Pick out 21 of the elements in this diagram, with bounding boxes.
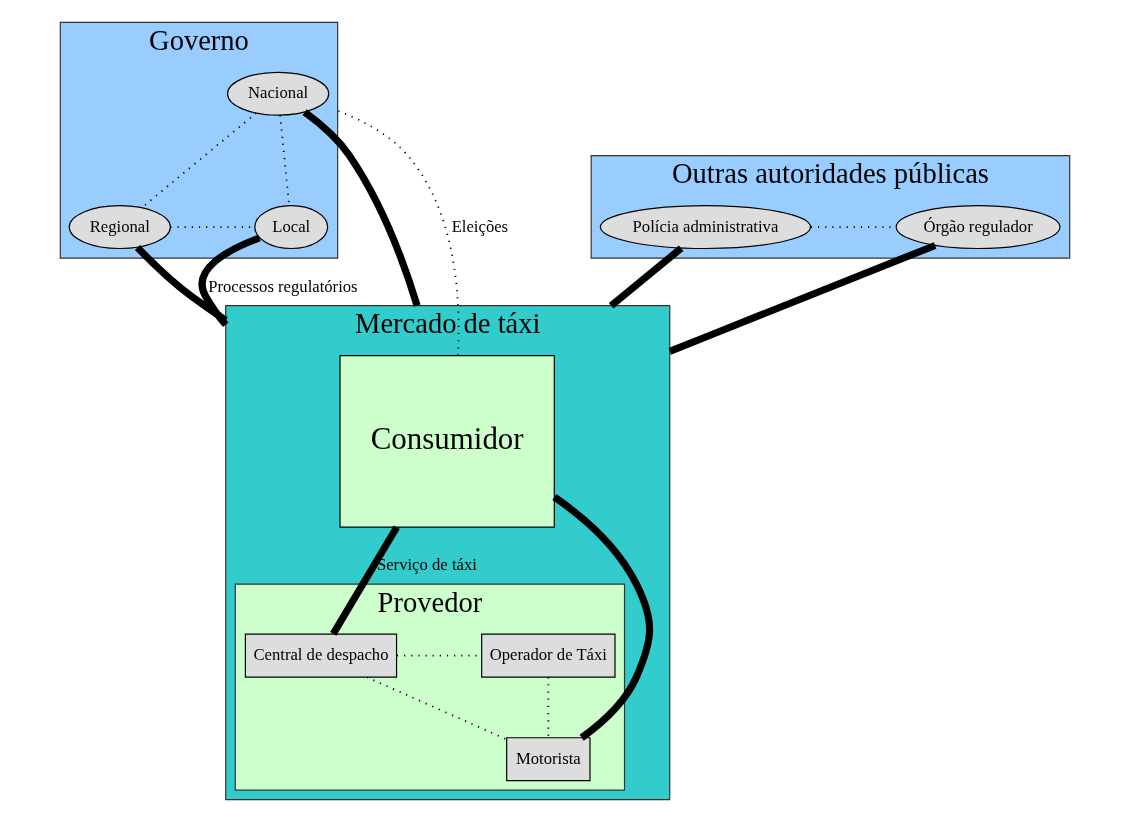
node-ellipse: Nacional xyxy=(226,71,329,116)
edge-label: Eleições xyxy=(451,216,508,236)
node-box: Central de despacho xyxy=(244,633,397,678)
node-box: Consumidor xyxy=(338,355,555,528)
connector xyxy=(608,245,683,309)
node-ellipse: Regional xyxy=(68,205,171,250)
node-box: Motorista xyxy=(505,737,591,782)
node-ellipse: Órgão regulador xyxy=(895,205,1061,250)
connector xyxy=(667,242,936,355)
connector xyxy=(198,234,261,328)
node-box: Operador de Táxi xyxy=(480,633,616,678)
node-ellipse: Local xyxy=(253,205,328,250)
connector xyxy=(365,676,507,741)
edge-label: Serviço de táxi xyxy=(376,555,477,575)
connector xyxy=(302,109,420,307)
edge-label: Processos regulatórios xyxy=(207,276,358,296)
connector xyxy=(336,109,460,357)
node-ellipse: Polícia administrativa xyxy=(599,205,811,250)
connector xyxy=(546,676,549,739)
connector xyxy=(329,525,400,636)
connector xyxy=(551,494,653,741)
